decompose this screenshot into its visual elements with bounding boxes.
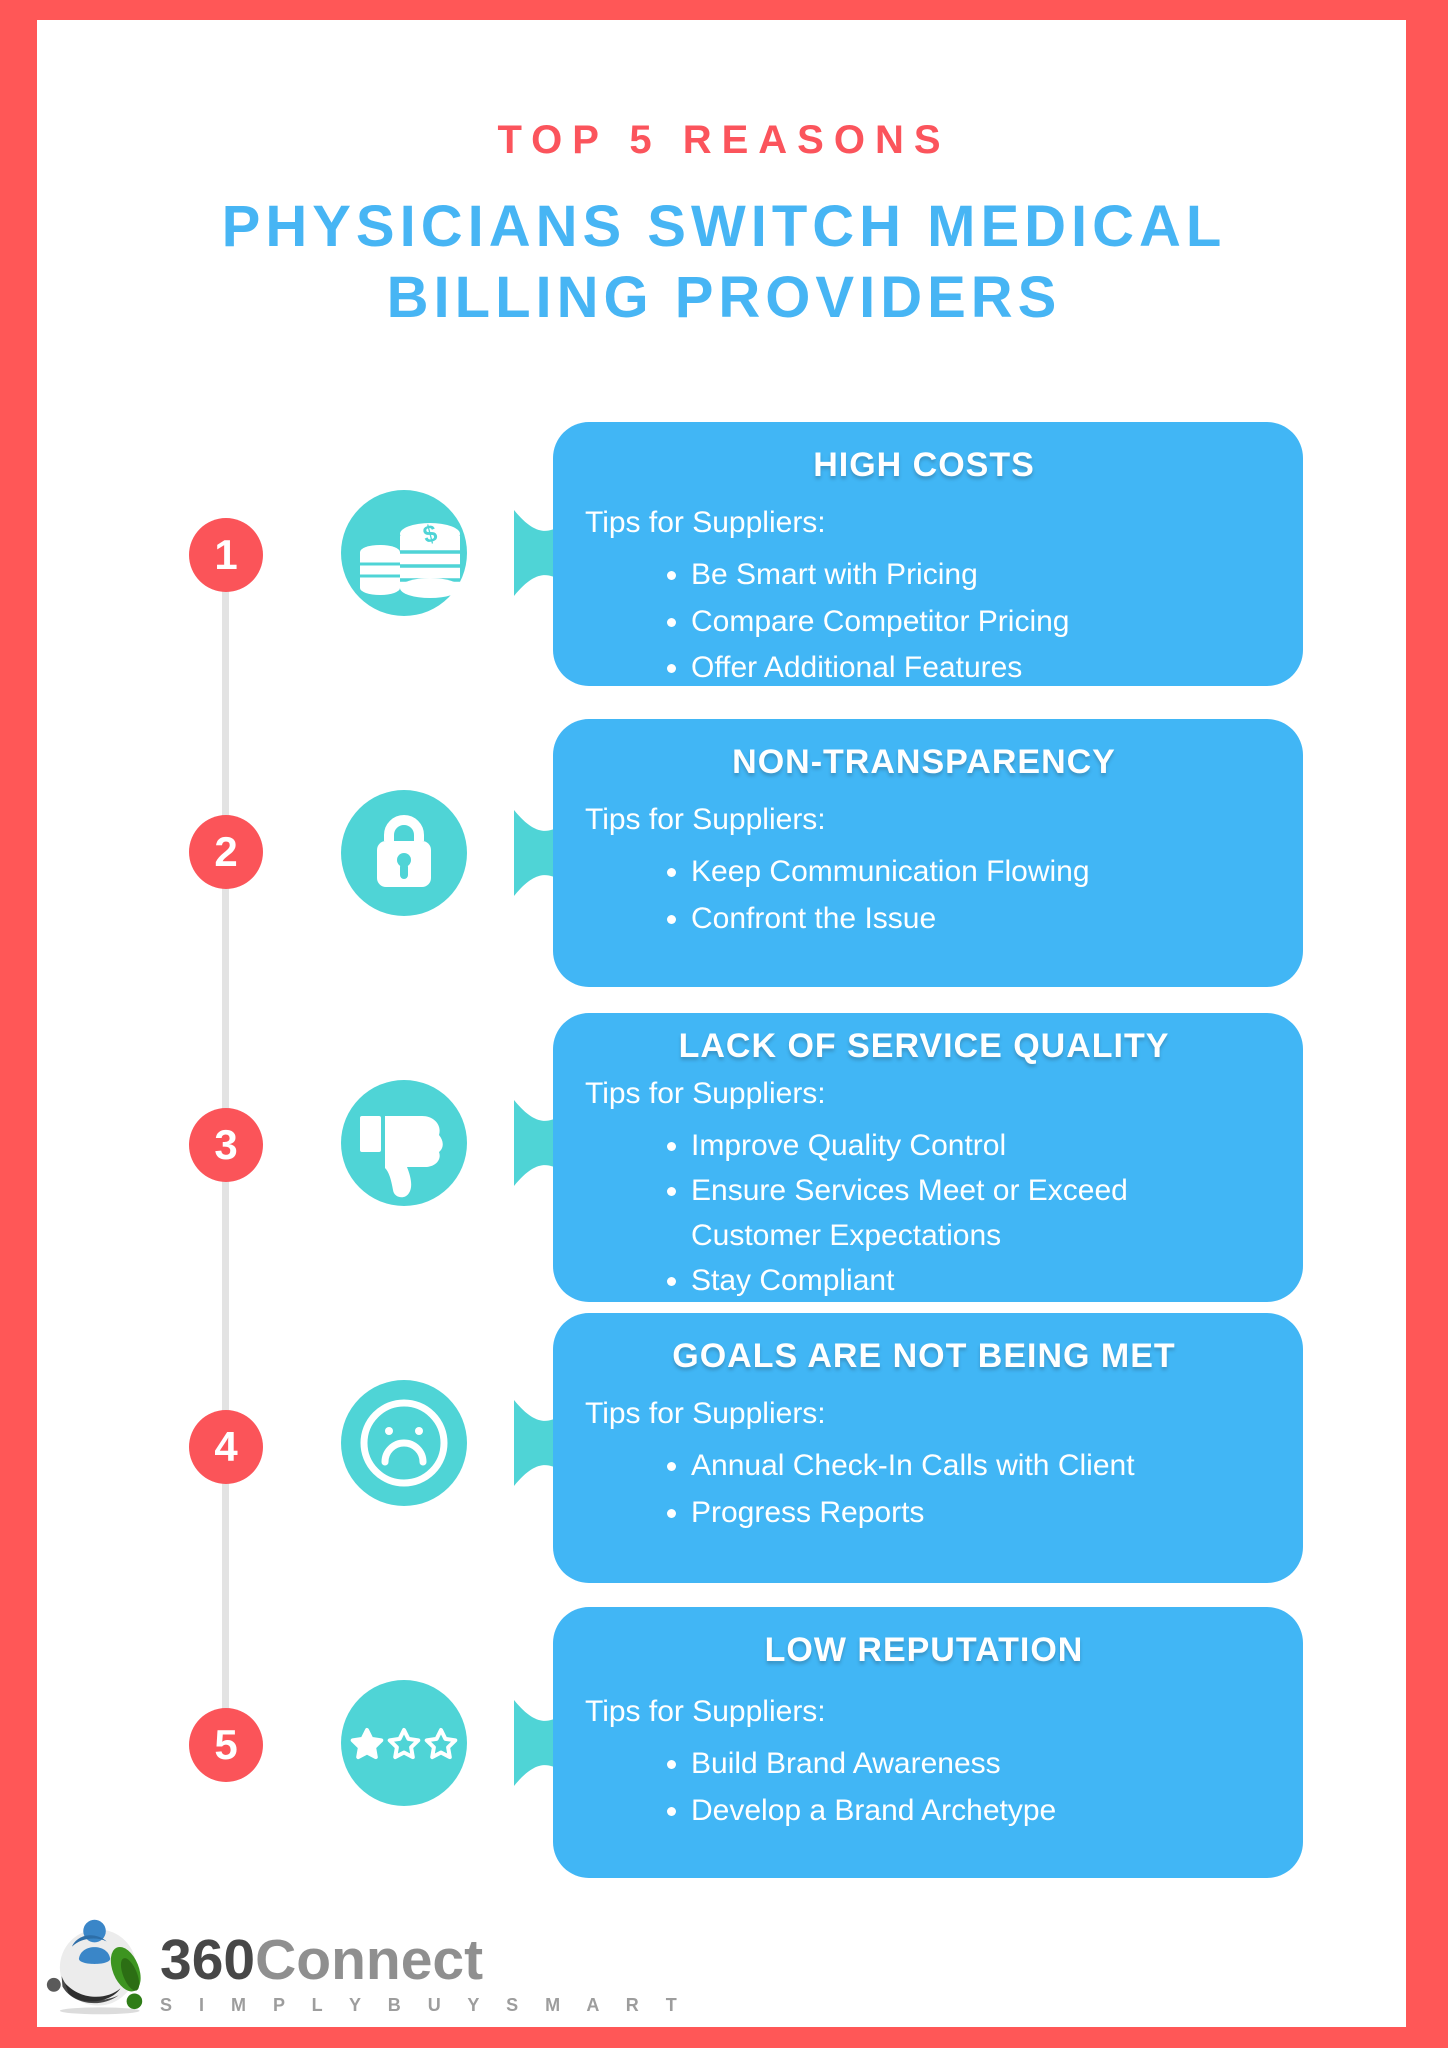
step-number-4: 4: [189, 1410, 263, 1484]
card-low-reputation: LOW REPUTATION Tips for Suppliers: Build…: [547, 1603, 1303, 1882]
tips-label: Tips for Suppliers:: [585, 1397, 826, 1430]
tip-item: Ensure Services Meet or Exceed Customer …: [691, 1168, 1263, 1258]
tip-item: Improve Quality Control: [691, 1123, 1263, 1168]
brand-tagline: S I M P L Y B U Y S M A R T: [160, 1995, 688, 2015]
step-number-4-label: 4: [214, 1423, 238, 1470]
step-number-5-label: 5: [214, 1721, 238, 1768]
step-number-2: 2: [189, 815, 263, 889]
step-number-3: 3: [189, 1108, 263, 1182]
card-title: NON-TRANSPARENCY: [732, 743, 1116, 781]
tip-item: Build Brand Awareness: [691, 1741, 1263, 1788]
tips-list: Keep Communication Flowing Confront the …: [585, 849, 1263, 942]
sad-face-icon: [341, 1380, 560, 1506]
tip-item: Confront the Issue: [691, 896, 1263, 943]
tips-list: Build Brand Awareness Develop a Brand Ar…: [585, 1741, 1263, 1834]
step-number-1-label: 1: [214, 531, 238, 578]
tip-item: Offer Additional Features: [691, 645, 1263, 692]
tips-list: Improve Quality Control Ensure Services …: [585, 1123, 1263, 1303]
card-lack-of-service-quality: LACK OF SERVICE QUALITY Tips for Supplie…: [547, 1009, 1303, 1306]
frame-border-top: [0, 0, 1448, 20]
card-high-costs: HIGH COSTS Tips for Suppliers: Be Smart …: [547, 418, 1303, 690]
brand-name: 360Connect: [160, 1932, 688, 1989]
card-title: LACK OF SERVICE QUALITY: [678, 1027, 1170, 1065]
card-non-transparency: NON-TRANSPARENCY Tips for Suppliers: Kee…: [547, 715, 1303, 991]
card-goals-not-met: GOALS ARE NOT BEING MET Tips for Supplie…: [547, 1309, 1303, 1587]
tips-label: Tips for Suppliers:: [585, 506, 826, 539]
brand-text: 360Connect S I M P L Y B U Y S M A R T: [160, 1912, 688, 2016]
tip-item: Keep Communication Flowing: [691, 849, 1263, 896]
tip-item: Be Smart with Pricing: [691, 552, 1263, 599]
card-title: HIGH COSTS: [813, 446, 1035, 484]
page-title-line1: PHYSICIANS SWITCH MEDICAL: [221, 194, 1227, 259]
thumbs-down-icon: [341, 1080, 560, 1206]
lock-icon: [341, 790, 560, 916]
tip-item: Progress Reports: [691, 1490, 1263, 1537]
brand-name-prefix: 360: [160, 1928, 256, 1992]
step-number-5: 5: [189, 1708, 263, 1782]
step-number-1: 1: [189, 518, 263, 592]
frame-border-left: [0, 0, 37, 2048]
eyebrow-title: TOP 5 REASONS: [497, 118, 951, 162]
tip-item: Stay Compliant: [691, 1258, 1263, 1303]
card-title: LOW REPUTATION: [764, 1631, 1084, 1669]
brand-footer: 360Connect S I M P L Y B U Y S M A R T: [46, 1912, 688, 2016]
stars-icon: [341, 1680, 560, 1806]
step-number-3-label: 3: [214, 1121, 238, 1168]
frame-border-bottom: [0, 2027, 1448, 2048]
step-number-2-label: 2: [214, 828, 238, 875]
tip-item: Annual Check-In Calls with Client: [691, 1443, 1263, 1490]
tips-label: Tips for Suppliers:: [585, 1695, 826, 1728]
tips-label: Tips for Suppliers:: [585, 803, 826, 836]
tip-item: Compare Competitor Pricing: [691, 599, 1263, 646]
frame-border-right: [1406, 0, 1448, 2048]
brand-name-suffix: Connect: [255, 1928, 484, 1992]
card-title: GOALS ARE NOT BEING MET: [672, 1337, 1176, 1375]
tip-item: Develop a Brand Archetype: [691, 1788, 1263, 1835]
page-title-line2: BILLING PROVIDERS: [386, 264, 1062, 330]
tips-label: Tips for Suppliers:: [585, 1077, 826, 1110]
tips-list: Annual Check-In Calls with Client Progre…: [585, 1443, 1263, 1536]
coins-icon: $: [341, 490, 560, 616]
tips-list: Be Smart with Pricing Compare Competitor…: [585, 552, 1263, 692]
brand-logo-icon: [46, 1919, 143, 2015]
